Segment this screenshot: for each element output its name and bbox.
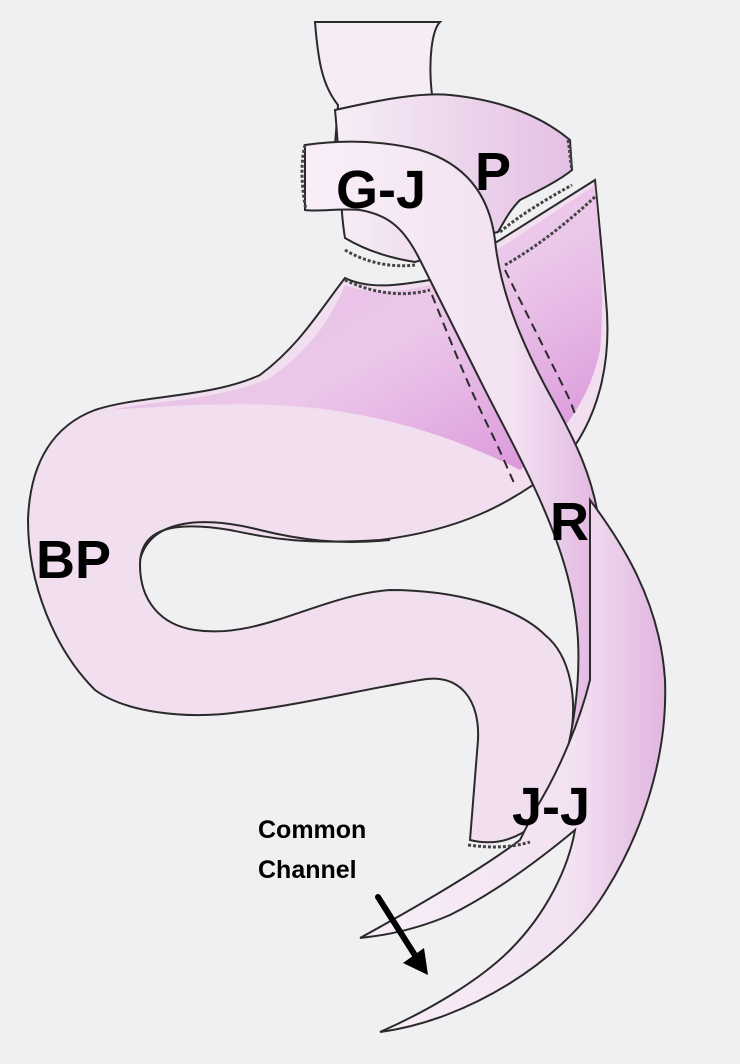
label-common: Common [258,816,366,844]
hidden-contour-left [431,294,516,486]
label-p: P [475,142,511,202]
staple-line-pouch-side [566,139,574,171]
label-jj: J-J [512,777,590,837]
staple-line-pouch-bottom [344,248,416,268]
staple-line-remnant-top [504,193,599,267]
stomach-inner-contour [139,521,391,561]
label-channel: Channel [258,856,357,884]
label-bp: BP [36,530,111,590]
label-gj: G-J [336,160,426,220]
staple-line-pouch-top [499,183,573,234]
hidden-contour-right [504,269,577,419]
arrow-icon [375,894,428,975]
staple-line-remnant-left [344,278,431,296]
staple-line-gj-stump [300,144,308,211]
staple-line-jj [467,840,531,849]
label-r: R [550,492,589,552]
common-channel [359,496,667,1033]
stomach-shading [110,185,603,470]
